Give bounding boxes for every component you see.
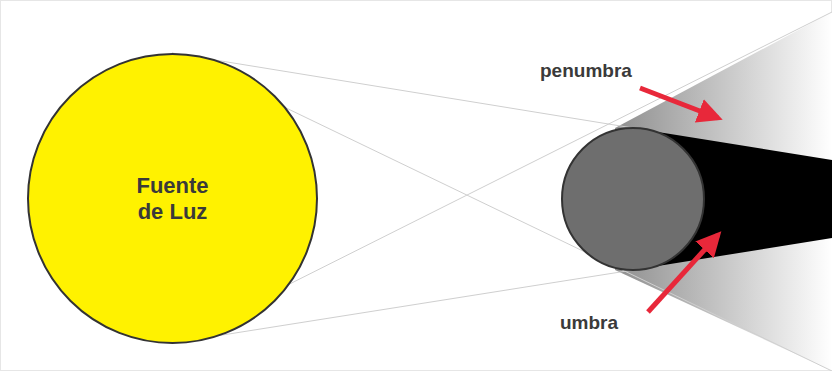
region-label: penumbra: [540, 60, 632, 82]
region-label: umbra: [560, 312, 618, 334]
pointer-arrow: [648, 235, 718, 312]
node-label: Fuente de Luz: [132, 173, 214, 224]
pointer-arrow: [640, 88, 718, 118]
opaque-object: [562, 128, 704, 270]
light-source-circle: Fuente de Luz: [27, 53, 318, 344]
